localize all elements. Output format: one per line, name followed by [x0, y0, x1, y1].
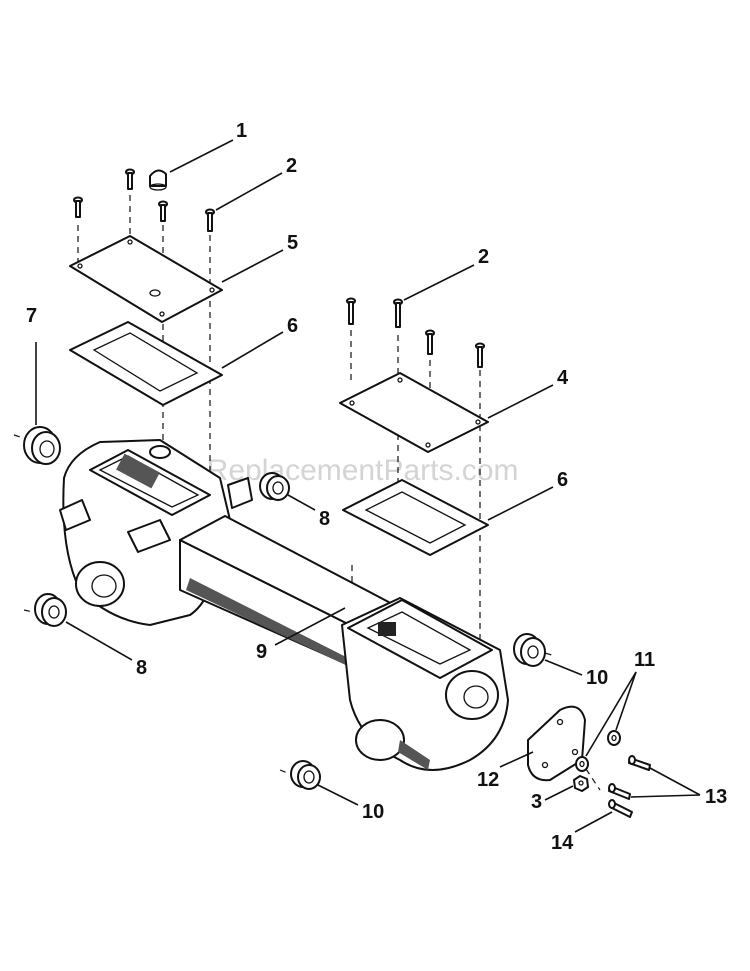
part-6-gasket-right	[342, 479, 489, 556]
part-8-bearing-lower	[34, 593, 67, 627]
callout-8-upper: 8	[319, 508, 330, 530]
callout-5: 5	[287, 232, 298, 254]
part-13-bolts	[608, 755, 651, 800]
callout-12: 12	[477, 769, 499, 791]
callout-labels: 1 2 5 6 7 2 4 6 8 8 9 10 10 11 12 3 13 1…	[26, 120, 727, 854]
part-10-bearing-right	[513, 633, 546, 667]
part-7-seal	[23, 426, 61, 465]
callout-3: 3	[531, 791, 542, 813]
callout-2-right: 2	[478, 246, 489, 268]
part-6-gasket-left	[69, 321, 223, 406]
leader-lines	[35, 139, 701, 833]
part-5-cover-plate	[69, 235, 223, 323]
callout-11: 11	[634, 649, 655, 671]
part-4-cover-plate	[339, 372, 489, 453]
callout-10-lower: 10	[362, 801, 384, 823]
part-8-bearing-upper	[259, 472, 290, 501]
callout-7: 7	[26, 305, 37, 327]
part-9-housing	[59, 439, 509, 771]
callout-14: 14	[551, 832, 574, 854]
callout-8-lower: 8	[136, 657, 147, 679]
callout-9: 9	[256, 641, 267, 663]
callout-6-right: 6	[557, 469, 568, 491]
callout-6-left: 6	[287, 315, 298, 337]
callout-1: 1	[236, 120, 247, 142]
part-1-cap	[149, 169, 167, 191]
part-14-bolt	[608, 799, 633, 818]
callout-2-left: 2	[286, 155, 297, 177]
part-12-side-cover	[527, 705, 586, 782]
part-10-bearing-lower	[290, 760, 321, 790]
callout-13: 13	[705, 786, 727, 808]
part-11-washers	[575, 730, 621, 772]
part-2-screws-right	[346, 297, 485, 368]
callout-4: 4	[557, 367, 569, 389]
part-2-screws-left	[73, 168, 215, 232]
part-3-nut	[573, 775, 589, 792]
callout-10-right: 10	[586, 667, 608, 689]
assembly-guide-lines	[13, 195, 601, 791]
